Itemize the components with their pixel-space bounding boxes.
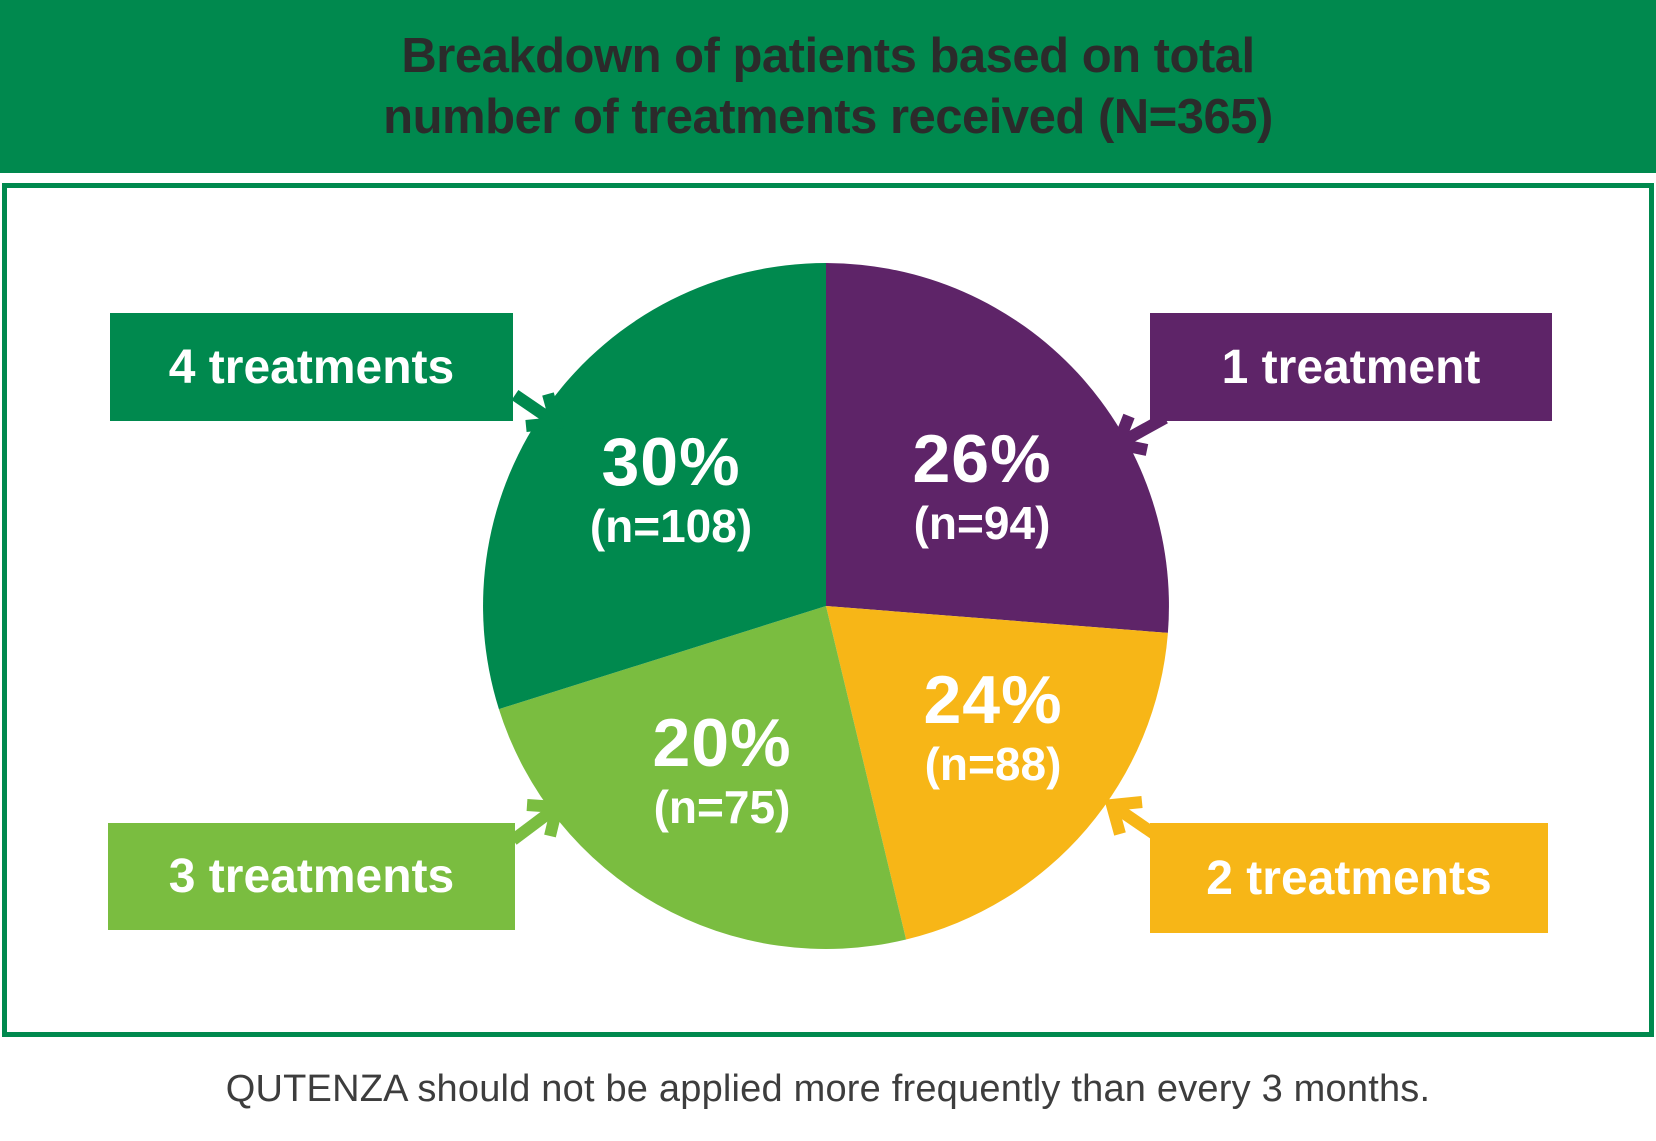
pie-slice-1-treatment <box>826 263 1169 633</box>
slice-pct-3-treatments: 20% <box>652 705 792 781</box>
callout-arrowhead-2-treatments <box>1104 796 1143 836</box>
callout-arrowhead-3-treatments <box>526 799 565 838</box>
page-title-line-1: Breakdown of patients based on total <box>401 28 1255 83</box>
callout-2-treatments: 2 treatments <box>1150 823 1548 933</box>
slice-n-4-treatments: (n=108) <box>589 500 753 552</box>
slice-pct-1-treatment: 26% <box>912 421 1052 497</box>
pie-slice-4-treatments <box>483 263 826 710</box>
slice-n-2-treatments: (n=88) <box>924 738 1062 790</box>
slice-pct-4-treatments: 30% <box>601 424 741 500</box>
callout-1-treatment: 1 treatment <box>1150 313 1552 421</box>
header-banner: Breakdown of patients based on total num… <box>0 0 1656 173</box>
slice-value-label-3-treatments: 20% (n=75) <box>652 707 791 835</box>
pie-slice-2-treatments <box>826 606 1168 940</box>
slice-n-1-treatment: (n=94) <box>913 497 1051 549</box>
slice-value-label-2-treatments: 24% (n=88) <box>923 664 1062 792</box>
footnote-text: QUTENZA should not be applied more frequ… <box>225 1068 1431 1110</box>
slice-value-label-4-treatments: 30% (n=108) <box>590 426 752 554</box>
callout-arrowhead-1-treatment <box>1109 413 1149 456</box>
slice-n-3-treatments: (n=75) <box>653 781 791 833</box>
pie-slice-3-treatments <box>498 606 907 949</box>
callout-label-4-treatments: 4 treatments <box>168 340 455 394</box>
slice-pct-2-treatments: 24% <box>923 662 1063 738</box>
page-title-line-2: number of treatments received (N=365) <box>383 89 1273 144</box>
callout-label-2-treatments: 2 treatments <box>1206 851 1492 905</box>
slice-value-label-1-treatment: 26% (n=94) <box>912 423 1051 551</box>
callout-label-1-treatment: 1 treatment <box>1221 340 1481 394</box>
callout-4-treatments: 4 treatments <box>110 313 513 421</box>
callout-arrowhead-4-treatments <box>525 392 564 432</box>
callout-3-treatments: 3 treatments <box>108 823 515 930</box>
callout-label-3-treatments: 3 treatments <box>168 850 455 903</box>
